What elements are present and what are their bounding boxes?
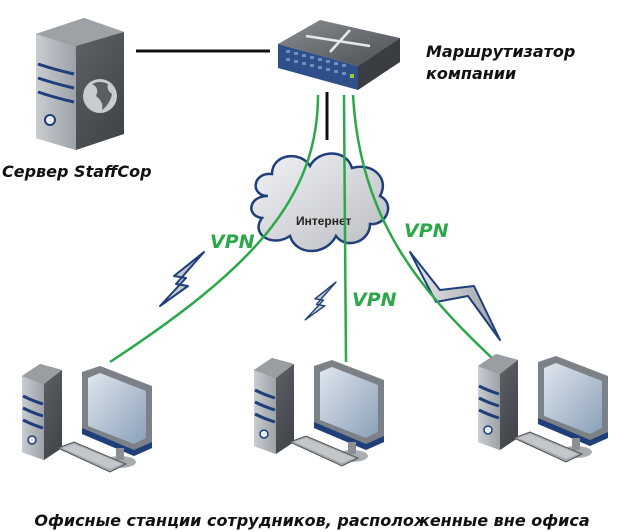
wireless-bolt-left-icon	[159, 251, 205, 307]
vpn-link-center	[342, 94, 348, 363]
vpn-label-left: VPN	[210, 231, 255, 253]
wireless-bolt-center-icon	[304, 281, 337, 321]
server-label: Сервер StaffCop	[2, 162, 152, 181]
vpn-label-center: VPN	[352, 289, 397, 311]
router-icon	[278, 20, 400, 90]
caption: Офисные станции сотрудников, расположенн…	[34, 511, 589, 530]
internet-label: Интернет	[296, 214, 352, 228]
workstation-left-icon	[20, 362, 154, 474]
workstation-center-icon	[252, 356, 386, 468]
wireless-bolt-right-icon	[409, 251, 501, 341]
workstation-right-icon	[476, 352, 610, 464]
vpn-link-left	[109, 94, 320, 364]
internet-cloud-icon	[250, 152, 390, 253]
router-label-line2: компании	[426, 64, 516, 83]
vpn-label-right: VPN	[404, 220, 449, 242]
router-label-line1: Маршрутизатор	[426, 42, 575, 61]
server-icon	[36, 18, 124, 150]
vpn-link-right	[351, 94, 493, 359]
